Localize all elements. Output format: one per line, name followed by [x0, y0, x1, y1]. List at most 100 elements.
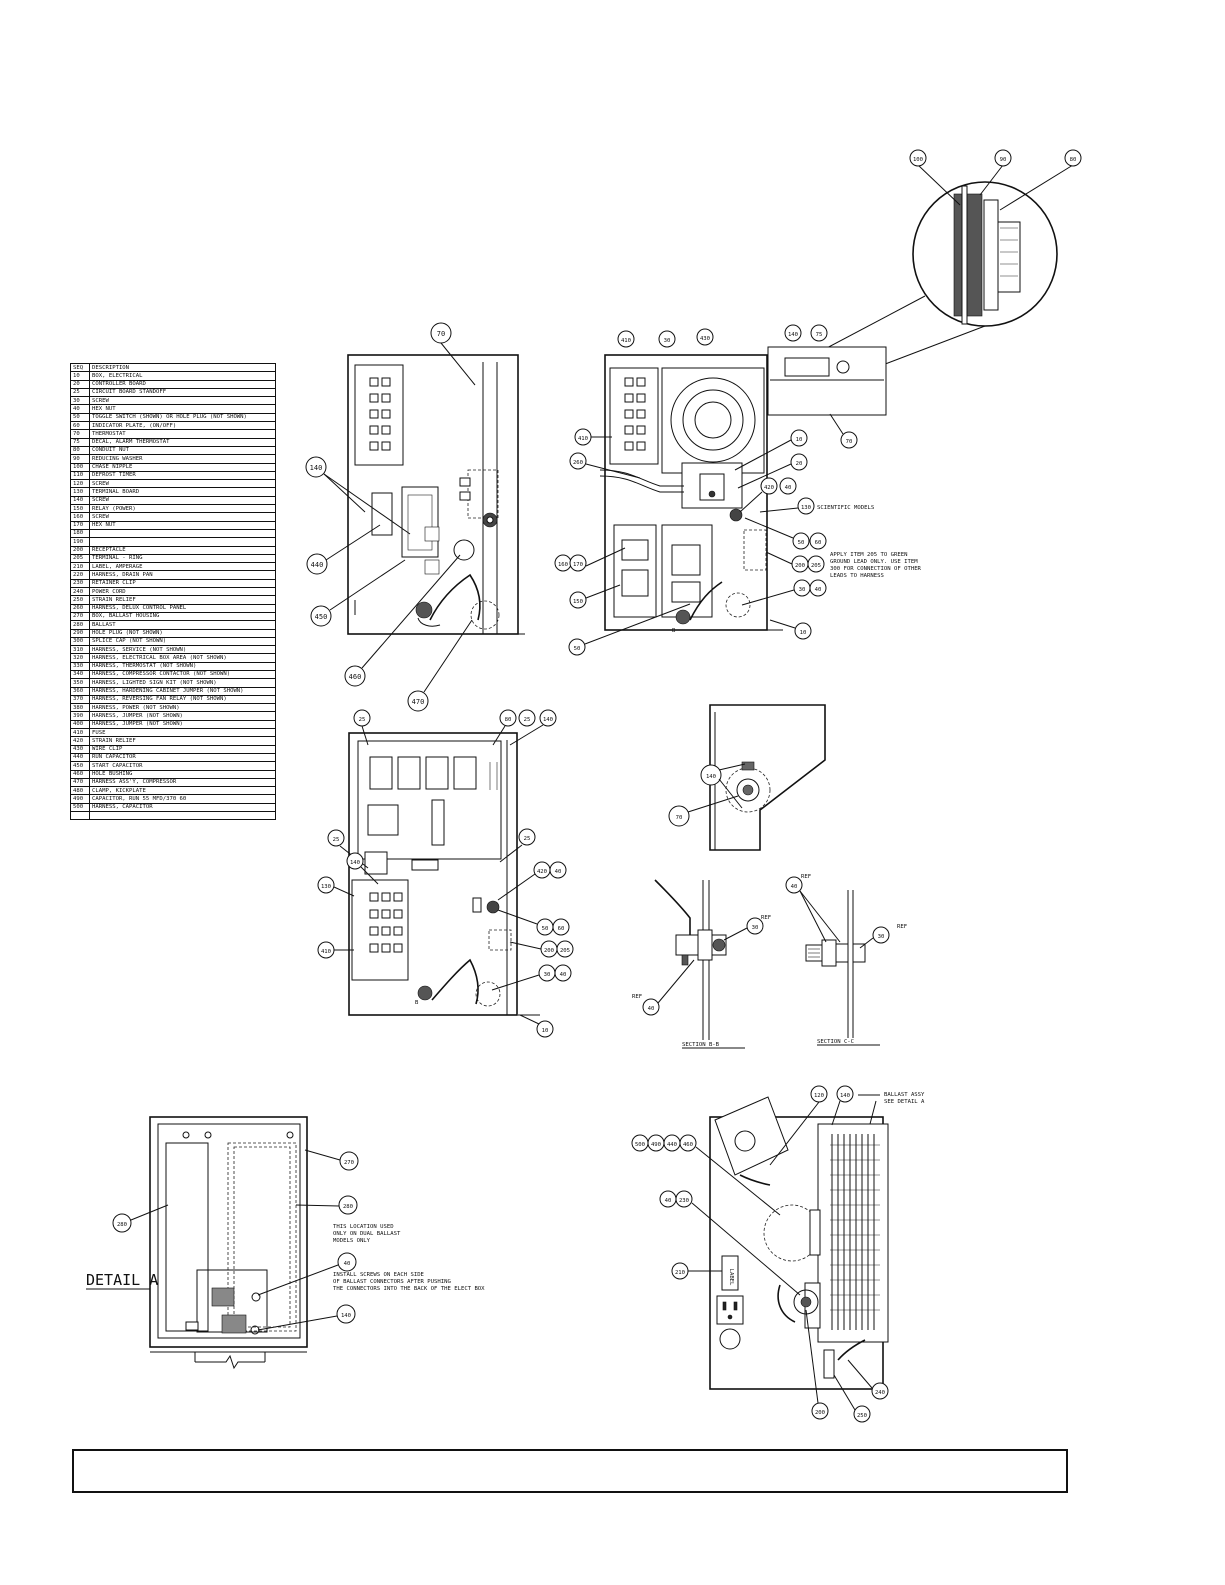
callout-60: 60	[815, 540, 822, 546]
callout-25-c: 25	[333, 837, 340, 843]
callout-130-c: 130	[321, 884, 331, 890]
callout-250: 250	[857, 1413, 867, 1419]
receptacle	[716, 1295, 744, 1325]
note-ballast-1: BALLAST ASSY	[884, 1092, 925, 1098]
description-cell	[89, 811, 276, 821]
marker-b: B	[672, 628, 676, 634]
ballast-right-dashed	[227, 1142, 297, 1332]
callout-260: 260	[573, 460, 583, 466]
callout-30-b: 30	[799, 587, 806, 593]
callout-40-da: 40	[344, 1261, 351, 1267]
section-b-title: SECTION B-B	[682, 1042, 720, 1048]
callout-490: 490	[651, 1142, 661, 1148]
view-6-ballast-housing: LABEL 120 140 BALLAST ASSY SEE DETAIL A …	[631, 1085, 925, 1423]
callout-410-b: 410	[578, 436, 588, 442]
note-dual-1: THIS LOCATION USED	[333, 1224, 394, 1230]
ballast-housing-louvered	[817, 1123, 889, 1343]
callout-60-c: 60	[558, 926, 565, 932]
view-4-thermostat-detail: 140 70	[668, 704, 826, 851]
conduit-nut-body	[997, 221, 1021, 293]
callout-80: 80	[505, 717, 512, 723]
callout-450: 450	[315, 613, 328, 621]
thermostat-housing	[767, 346, 887, 416]
callout-140: 140	[310, 464, 323, 472]
note-apply-1: APPLY ITEM 205 TO GREEN	[830, 552, 907, 558]
ref-label-sc-1: REF	[801, 874, 812, 880]
callout-50-c: 50	[542, 926, 549, 932]
callout-140-4: 140	[706, 774, 716, 780]
terminal-board-3	[351, 879, 409, 981]
defrost-timer	[661, 367, 765, 474]
callout-140-3: 140	[543, 717, 553, 723]
callout-230: 230	[679, 1198, 689, 1204]
callout-75: 75	[816, 332, 823, 338]
note-apply-2: GROUND LEAD ONLY. USE ITEM	[830, 559, 918, 565]
callout-30-sc: 30	[878, 934, 885, 940]
callout-440-6: 440	[667, 1142, 677, 1148]
callout-40-c: 40	[555, 869, 562, 875]
callout-205: 205	[811, 563, 821, 569]
note-install-3: THE CONNECTORS INTO THE BACK OF THE ELEC…	[333, 1286, 485, 1292]
callout-80-top: 80	[1070, 157, 1077, 163]
terminal-board-2	[609, 367, 659, 465]
view-3-controller-box: B 25 80 25 140 25 25 140 130 410 420 40 …	[317, 709, 574, 1038]
callout-200-c: 200	[544, 948, 554, 954]
callout-240: 240	[875, 1390, 885, 1396]
note-scientific-models: SCIENTIFIC MODELS	[817, 505, 874, 511]
callout-10: 10	[796, 437, 803, 443]
reducing-washer-part	[961, 185, 968, 325]
callout-130: 130	[801, 505, 811, 511]
callout-20: 20	[796, 461, 803, 467]
callout-210: 210	[675, 1270, 685, 1276]
bottom-title-box	[72, 1449, 1068, 1493]
label-text: LABEL	[728, 1269, 734, 1286]
section-c-c: 40 REF 30 REF SECTION C-C	[785, 874, 908, 1046]
view-1-electrical-box: 70 140 440 450 460 470	[305, 322, 525, 712]
callout-50: 50	[798, 540, 805, 546]
callout-205-c: 205	[560, 948, 570, 954]
terminal-board	[354, 364, 404, 466]
section-b-b: 30 REF 40 REF SECTION B-B	[632, 879, 772, 1049]
callout-30: 30	[664, 338, 671, 344]
view-2-electrical-box: B 410 30 430 140 75 70 410 260 10 20 420…	[554, 324, 922, 656]
detail-a-title: DETAIL A	[86, 1271, 158, 1289]
callout-40-cc: 40	[560, 972, 567, 978]
callout-150: 150	[573, 599, 583, 605]
conduit-nut-part	[983, 199, 999, 311]
callout-70-4: 70	[676, 815, 683, 821]
callout-140-c: 140	[350, 860, 360, 866]
callout-40: 40	[785, 485, 792, 491]
callout-200-6: 200	[815, 1410, 825, 1416]
callout-140: 140	[788, 332, 798, 338]
note-dual-3: MODELS ONLY	[333, 1238, 371, 1244]
callout-500: 500	[635, 1142, 645, 1148]
callout-410: 410	[621, 338, 631, 344]
amperage-label	[721, 1255, 739, 1291]
ballast-left	[165, 1142, 209, 1332]
ref-label-sb-1: REF	[761, 915, 772, 921]
callout-30-sb: 30	[752, 925, 759, 931]
note-install-2: OF BALLAST CONNECTORS AFTER PUSHING	[333, 1279, 452, 1285]
callout-200: 200	[795, 563, 805, 569]
callout-140-6: 140	[840, 1093, 850, 1099]
ref-label-sc-2: REF	[897, 924, 908, 930]
relay-2	[661, 524, 713, 618]
parts-table-row	[70, 811, 276, 821]
callout-420-c: 420	[537, 869, 547, 875]
callout-40-b: 40	[815, 587, 822, 593]
controller-board	[681, 462, 743, 509]
callout-440: 440	[311, 561, 324, 569]
callout-10-b: 10	[800, 630, 807, 636]
callout-30-c: 30	[544, 972, 551, 978]
callout-460-6: 460	[683, 1142, 693, 1148]
note-apply-3: 300 FOR CONNECTION OF OTHER	[830, 566, 922, 572]
callout-430: 430	[700, 336, 710, 342]
callout-270: 270	[344, 1160, 354, 1166]
callout-460: 460	[349, 673, 362, 681]
note-apply-4: LEADS TO HARNESS	[830, 573, 884, 579]
callout-25: 25	[359, 717, 366, 723]
callout-420: 420	[764, 485, 774, 491]
callout-25-b: 25	[524, 717, 531, 723]
